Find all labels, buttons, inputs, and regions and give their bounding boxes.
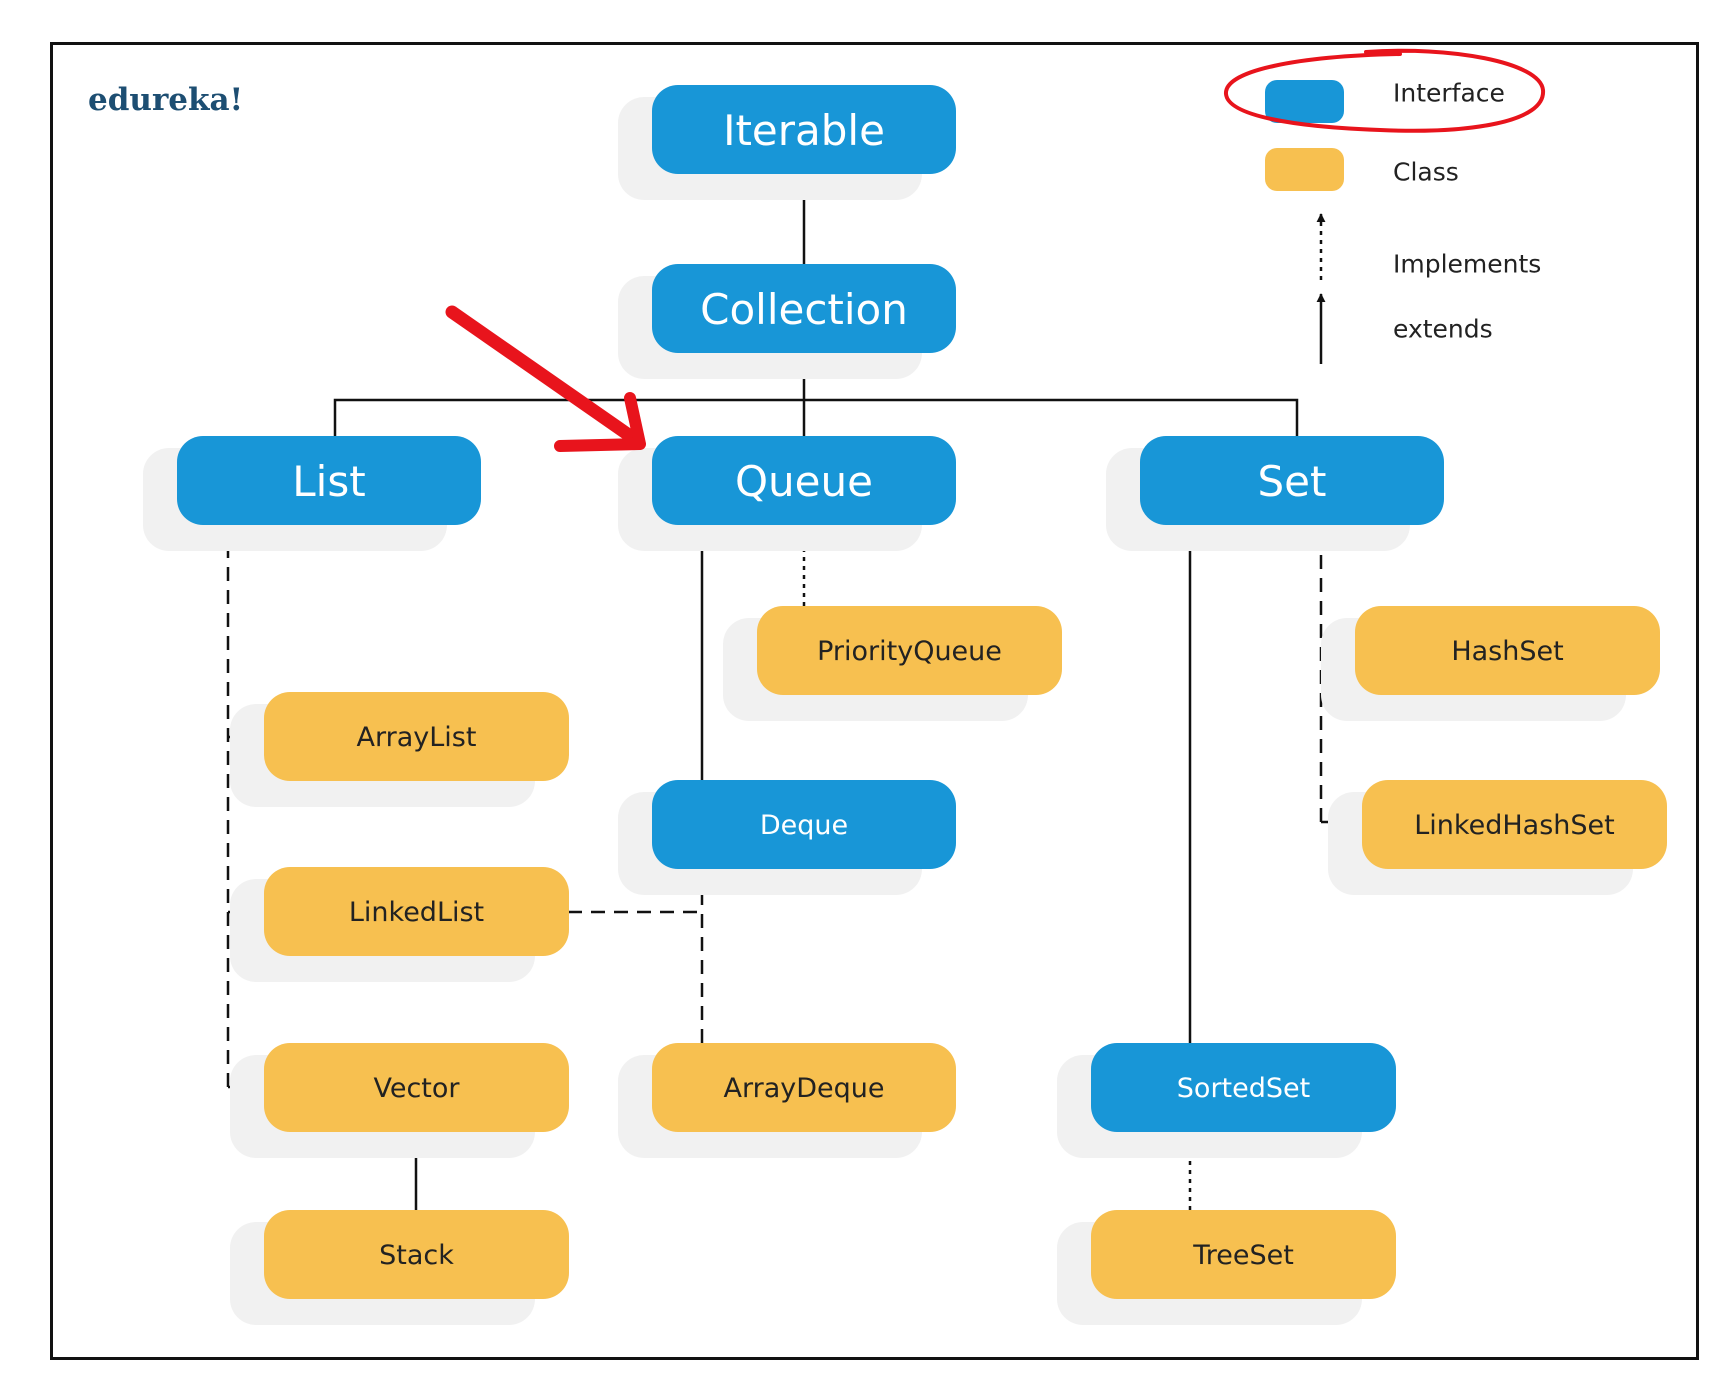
node-box-linkedlist <box>264 867 569 956</box>
node-label-vector: Vector <box>373 1073 460 1104</box>
node-label-hashset: HashSet <box>1451 636 1563 667</box>
node-box-treeset <box>1091 1210 1396 1299</box>
node-label-queue: Queue <box>735 457 873 506</box>
node-box-linkedhashset <box>1362 780 1667 869</box>
node-list: List <box>143 436 481 551</box>
red-annotation-arrow-shaft <box>445 305 643 447</box>
node-box-queue <box>652 436 956 525</box>
edureka-logo: edureka! <box>88 82 243 118</box>
node-arraylist: ArrayList <box>230 692 569 807</box>
node-arraydeque: ArrayDeque <box>618 1043 956 1158</box>
node-iterable: Iterable <box>618 85 956 200</box>
legend-class-label: Class <box>1393 158 1459 187</box>
legend-interface-swatch <box>1265 80 1344 123</box>
node-box-set <box>1140 436 1444 525</box>
node-deque: Deque <box>618 780 956 895</box>
legend-implements-label: Implements <box>1393 250 1541 279</box>
node-label-priorityqueue: PriorityQueue <box>817 636 1002 667</box>
node-treeset: TreeSet <box>1057 1210 1396 1325</box>
node-box-stack <box>264 1210 569 1299</box>
node-label-stack: Stack <box>379 1240 454 1271</box>
legend: Interface Class Implements extends <box>1265 79 1541 344</box>
node-label-arraylist: ArrayList <box>357 722 477 753</box>
node-box-priorityqueue <box>757 606 1062 695</box>
node-box-sortedset <box>1091 1043 1396 1132</box>
node-box-hashset <box>1355 606 1660 695</box>
annotations <box>445 48 1546 452</box>
node-label-iterable: Iterable <box>723 106 885 155</box>
node-box-arraylist <box>264 692 569 781</box>
node-label-linkedhashset: LinkedHashSet <box>1414 810 1614 841</box>
node-box-vector <box>264 1043 569 1132</box>
node-label-set: Set <box>1258 457 1327 506</box>
node-box-arraydeque <box>652 1043 956 1132</box>
node-vector: Vector <box>230 1043 569 1158</box>
legend-extends-label: extends <box>1393 315 1493 344</box>
legend-interface-label: Interface <box>1393 79 1505 108</box>
node-label-treeset: TreeSet <box>1192 1240 1294 1271</box>
node-label-deque: Deque <box>760 810 848 841</box>
node-linkedlist: LinkedList <box>230 867 569 982</box>
red-annotation-ellipse <box>1224 48 1546 133</box>
node-hashset: HashSet <box>1321 606 1660 721</box>
node-box-iterable <box>652 85 956 174</box>
node-collection: Collection <box>618 264 956 379</box>
legend-class-swatch <box>1265 148 1344 191</box>
node-label-sortedset: SortedSet <box>1177 1073 1310 1104</box>
red-annotation-arrow-head <box>554 392 646 452</box>
edge-list-set-bus <box>333 398 1299 436</box>
node-box-list <box>177 436 481 525</box>
node-linkedhashset: LinkedHashSet <box>1328 780 1667 895</box>
node-queue: Queue <box>618 436 956 551</box>
node-label-arraydeque: ArrayDeque <box>724 1073 885 1104</box>
node-label-list: List <box>292 457 365 506</box>
node-sortedset: SortedSet <box>1057 1043 1396 1158</box>
node-set: Set <box>1106 436 1444 551</box>
node-box-collection <box>652 264 956 353</box>
node-priorityqueue: PriorityQueue <box>723 606 1062 721</box>
node-box-deque <box>652 780 956 869</box>
node-stack: Stack <box>230 1210 569 1325</box>
node-label-collection: Collection <box>700 285 908 334</box>
node-label-linkedlist: LinkedList <box>349 897 484 928</box>
